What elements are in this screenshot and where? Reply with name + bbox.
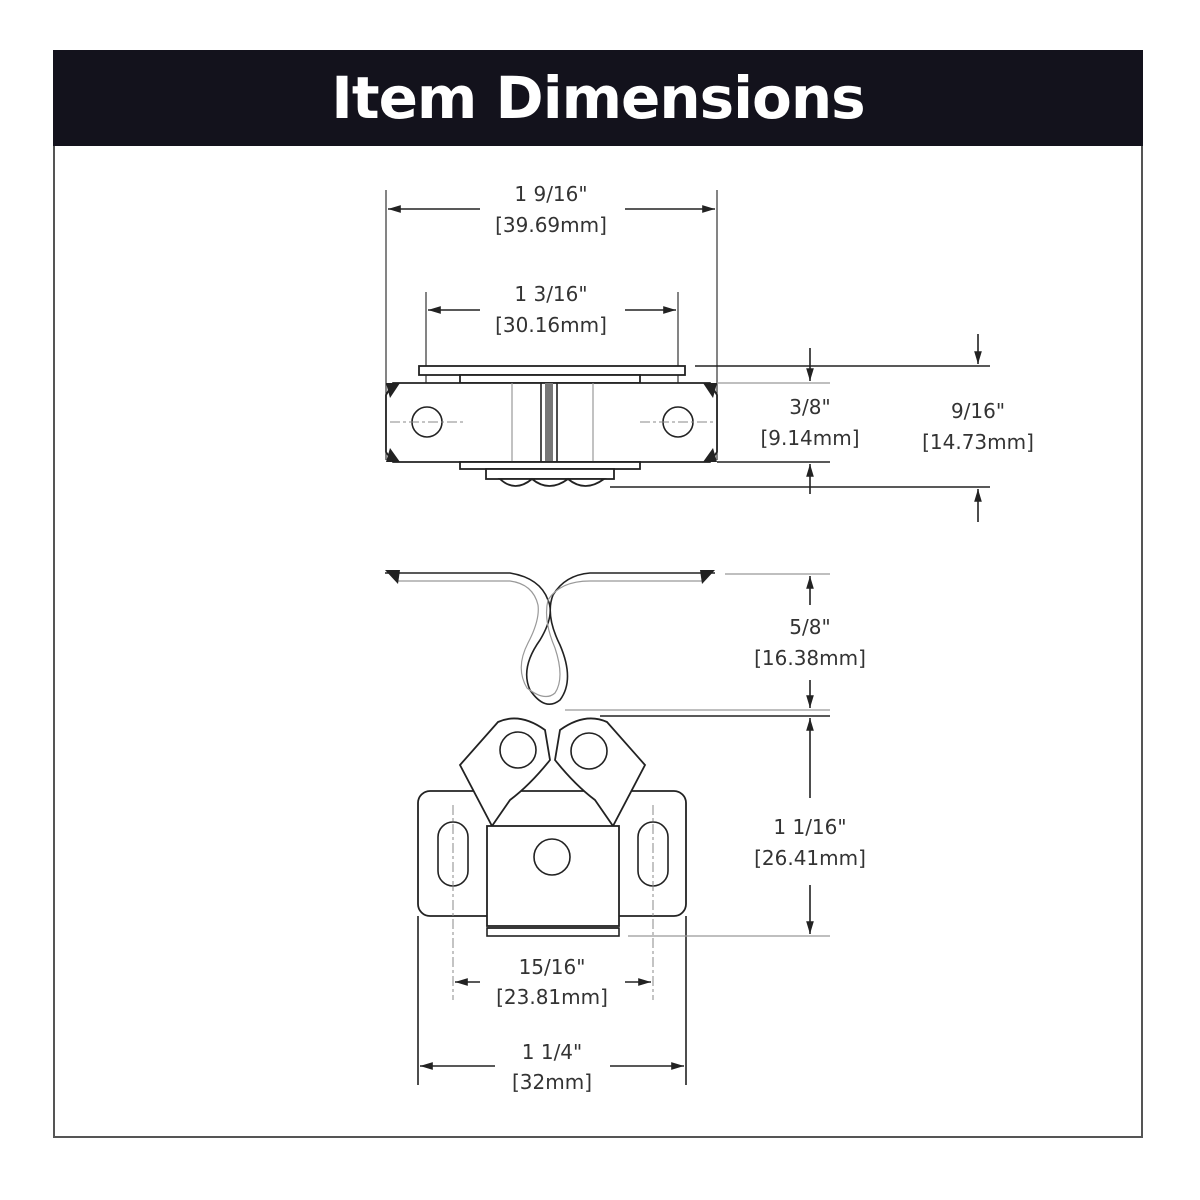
dim-metric: [30.16mm] <box>495 313 607 337</box>
top-plate-step <box>459 374 641 384</box>
page-title: Item Dimensions <box>331 64 865 132</box>
dim-base-width: 1 1/4" [32mm] <box>420 1040 684 1094</box>
roller-arm-left <box>458 717 551 828</box>
spring-center <box>545 383 553 462</box>
center-rivet <box>533 838 571 876</box>
dim-imperial: 15/16" <box>519 955 586 979</box>
dim-strike-depth: 5/8" [16.38mm] <box>754 576 866 708</box>
roller-arm-right <box>554 717 647 828</box>
dim-overall-height: 9/16" [14.73mm] <box>922 334 1034 522</box>
dim-metric: [14.73mm] <box>922 430 1034 454</box>
dim-body-height: 3/8" [9.14mm] <box>760 348 860 494</box>
top-view-catch <box>385 190 990 488</box>
dim-metric: [23.81mm] <box>496 985 608 1009</box>
roller-left <box>499 731 537 769</box>
dim-imperial: 1 3/16" <box>514 282 587 306</box>
housing <box>486 825 620 927</box>
top-plate <box>418 365 686 376</box>
dim-imperial: 1 9/16" <box>514 182 587 206</box>
dim-metric: [32mm] <box>512 1070 592 1094</box>
dim-imperial: 1 1/16" <box>773 815 846 839</box>
strike-inner <box>398 580 704 698</box>
dim-imperial: 3/8" <box>789 395 830 419</box>
roller-housing <box>485 468 615 480</box>
dim-imperial: 9/16" <box>951 399 1005 423</box>
front-view-catch <box>417 715 830 1085</box>
dim-metric: [26.41mm] <box>754 846 866 870</box>
housing-base <box>486 927 620 937</box>
title-banner: Item Dimensions <box>53 50 1143 146</box>
bottom-plate <box>459 461 641 470</box>
strike-tips <box>385 570 715 584</box>
dim-top-overall-width: 1 9/16" [39.69mm] <box>388 182 715 237</box>
dim-metric: [9.14mm] <box>760 426 859 450</box>
strike-outline <box>385 572 715 706</box>
dim-metric: [16.38mm] <box>754 646 866 670</box>
diagram-frame <box>53 50 1143 1138</box>
dim-slot-spacing: 15/16" [23.81mm] <box>455 955 651 1009</box>
dim-metric: [39.69mm] <box>495 213 607 237</box>
dim-top-hole-spacing: 1 3/16" [30.16mm] <box>428 282 676 337</box>
dim-imperial: 5/8" <box>789 615 830 639</box>
rollers <box>497 477 607 487</box>
strike-clip <box>385 570 830 711</box>
roller-right <box>570 732 608 770</box>
dim-imperial: 1 1/4" <box>522 1040 582 1064</box>
dim-catch-height: 1 1/16" [26.41mm] <box>754 718 866 934</box>
